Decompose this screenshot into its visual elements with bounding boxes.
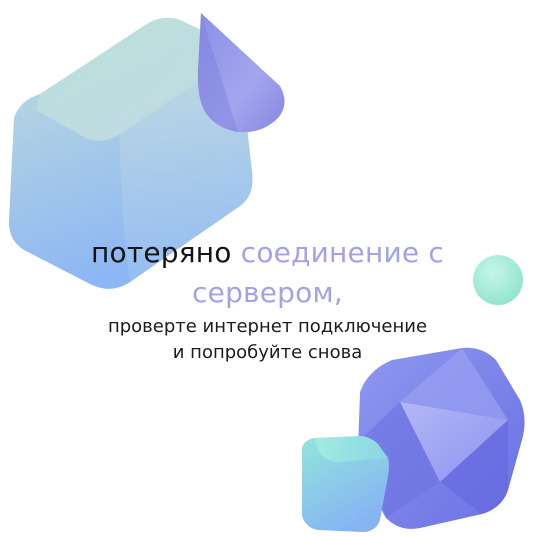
cube-illustration [8, 17, 253, 289]
error-title-accent-line2: сервером, [192, 276, 343, 309]
error-subtitle-line1: проверте интернет подключение [107, 316, 428, 337]
small-cube-illustration [302, 436, 389, 532]
sphere-illustration [473, 255, 523, 305]
error-title: потеряно соединение с сервером, [40, 233, 495, 313]
error-subtitle: проверте интернет подключение и попробуй… [30, 314, 505, 366]
error-subtitle-line2: и попробуйте снова [172, 342, 363, 363]
error-title-accent-line1: соединение с [240, 236, 445, 269]
cone-illustration [197, 13, 285, 133]
error-title-dark: потеряно [90, 236, 232, 269]
